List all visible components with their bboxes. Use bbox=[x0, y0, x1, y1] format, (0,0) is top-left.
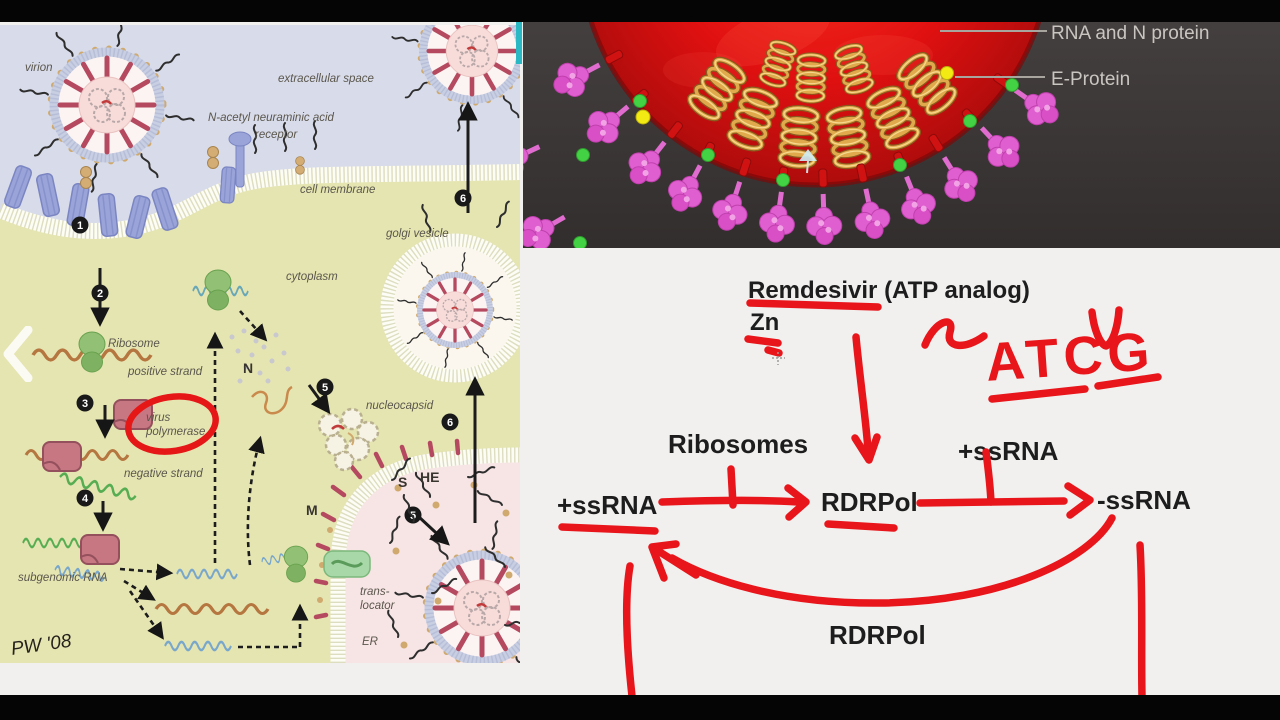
label-s-protein: S bbox=[398, 474, 407, 490]
cyan-particle bbox=[799, 149, 817, 174]
red-circle-annotation bbox=[125, 393, 219, 455]
label-ribosome: Ribosome bbox=[108, 338, 160, 350]
label-er: ER bbox=[362, 636, 378, 648]
neuraminic-acid-receptor bbox=[228, 131, 252, 188]
arrowhead-down bbox=[851, 433, 881, 464]
label-virus: virus bbox=[146, 412, 171, 424]
process-arrows bbox=[90, 101, 485, 546]
membrane-receptors bbox=[2, 131, 305, 241]
label-m-protein: M bbox=[306, 502, 318, 518]
letterbox-top bbox=[0, 0, 1280, 22]
label-e-protein: E-Protein bbox=[1051, 69, 1130, 90]
coronavirus-3d-svg: RNA and N protein E-Protein bbox=[523, 0, 1280, 250]
teal-accent-bar bbox=[516, 22, 522, 64]
transport-arrows-dashed bbox=[119, 310, 309, 649]
arrow-rdrpol-to-minus bbox=[916, 497, 1068, 507]
label-positive-strand: positive strand bbox=[127, 366, 203, 378]
svg-text:5: 5 bbox=[322, 382, 328, 394]
squiggle-arrow-atcg bbox=[921, 318, 988, 349]
node-ribosomes: Ribosomes bbox=[668, 429, 809, 459]
label-translocator-1: trans- bbox=[360, 586, 390, 598]
e-protein-dots bbox=[573, 66, 1019, 250]
virus-polymerase-shape bbox=[80, 534, 120, 565]
underline-rdrpol bbox=[824, 520, 898, 532]
svg-text:2: 2 bbox=[97, 288, 103, 300]
underline-atcg-2 bbox=[1094, 373, 1162, 390]
label-virion: virion bbox=[25, 62, 52, 74]
node-rdrpol: RDRPol bbox=[821, 487, 918, 517]
red-line-right bbox=[1136, 541, 1146, 700]
nucleocapsid-cluster bbox=[317, 407, 380, 472]
label-receptor: receptor bbox=[255, 129, 298, 141]
svg-text:6: 6 bbox=[447, 417, 453, 429]
arrow-plus-to-rdrpol bbox=[658, 496, 802, 506]
node-plus-ssrna-right: +ssRNA bbox=[958, 436, 1059, 466]
previous-arrow[interactable] bbox=[2, 326, 36, 382]
step-badge-5: 5 bbox=[316, 378, 334, 396]
label-negative-strand: negative strand bbox=[124, 468, 203, 480]
label-he-protein: HE bbox=[420, 469, 439, 485]
callout-lines bbox=[940, 30, 1047, 78]
translocator-shape bbox=[323, 550, 371, 578]
underline-zn-dot bbox=[764, 346, 783, 357]
label-rna-n-protein: RNA and N protein bbox=[1051, 23, 1209, 44]
label-translocator-2: locator bbox=[360, 600, 396, 612]
underline-plus-ssrna bbox=[558, 523, 659, 535]
ribosome-shape bbox=[78, 331, 106, 373]
m-protein-spikes bbox=[313, 438, 461, 620]
note-remdesivir: Remdesivir (ATP analog) bbox=[748, 277, 1030, 304]
tick-ribosomes bbox=[727, 465, 737, 509]
label-extracellular-space: extracellular space bbox=[278, 73, 374, 85]
label-nucleocapsid: nucleocapsid bbox=[366, 400, 434, 412]
label-cytoplasm: cytoplasm bbox=[286, 271, 338, 283]
virus-polymerase-shape bbox=[42, 441, 82, 472]
arrow-remdesivir-to-rdrpol bbox=[852, 333, 872, 454]
node-rdrpol-bottom: RDRPol bbox=[829, 620, 926, 650]
step-badge-1: 1 bbox=[71, 216, 89, 234]
red-line-left bbox=[622, 562, 636, 700]
note-zn: Zn bbox=[750, 309, 780, 336]
replication-cycle-svg: 1 2 3 4 5 5 6 6 virion extracellular spa… bbox=[0, 25, 520, 663]
svg-text:1: 1 bbox=[77, 220, 83, 232]
svg-text:3: 3 bbox=[82, 398, 88, 410]
coronavirus-3d-panel: RNA and N protein E-Protein bbox=[523, 0, 1280, 250]
label-subgenomic-rna: subgenomic RNA bbox=[18, 572, 108, 584]
replication-cycle-diagram: 1 2 3 4 5 5 6 6 virion extracellular spa… bbox=[0, 25, 520, 663]
underline-atcg-1 bbox=[988, 385, 1089, 403]
node-plus-ssrna-left: +ssRNA bbox=[557, 490, 658, 520]
step-badge-2: 2 bbox=[91, 284, 109, 302]
ribosome-on-translocator bbox=[283, 545, 309, 583]
step-badge-4: 4 bbox=[76, 489, 94, 507]
chevron-left-icon bbox=[3, 326, 33, 382]
step-badge-6b: 6 bbox=[441, 413, 459, 431]
node-minus-ssrna: -ssRNA bbox=[1097, 485, 1191, 515]
step-badges: 1 2 3 4 5 5 6 6 bbox=[71, 189, 472, 524]
arrowhead-curve bbox=[648, 540, 700, 582]
label-polymerase: polymerase bbox=[145, 426, 205, 438]
label-n-protein: N bbox=[243, 360, 253, 376]
yellow-e-protein bbox=[635, 109, 651, 125]
check-mark bbox=[1088, 306, 1123, 350]
yellow-e-protein bbox=[940, 66, 954, 80]
svg-text:6: 6 bbox=[460, 193, 466, 205]
underline-zn bbox=[744, 335, 782, 347]
n-protein-speckles bbox=[229, 328, 291, 384]
arrowhead-right-1 bbox=[784, 484, 810, 521]
arrowhead-right-2 bbox=[1064, 482, 1094, 519]
rna-strands bbox=[21, 285, 308, 652]
step-badge-3: 3 bbox=[76, 394, 94, 412]
step-badge-6: 6 bbox=[454, 189, 472, 207]
handwritten-atcg: ATCG bbox=[984, 321, 1157, 393]
ribosome-shape bbox=[204, 269, 232, 311]
label-cell-membrane: cell membrane bbox=[300, 184, 375, 196]
label-receptor-name: N-acetyl neuraminic acid bbox=[208, 112, 335, 124]
curve-minus-to-plus bbox=[668, 514, 1116, 607]
letterbox-bottom bbox=[0, 695, 1280, 720]
label-golgi-vesicle: golgi vesicle bbox=[386, 228, 449, 240]
cursor-crosshair bbox=[772, 352, 785, 365]
svg-text:4: 4 bbox=[82, 493, 89, 505]
